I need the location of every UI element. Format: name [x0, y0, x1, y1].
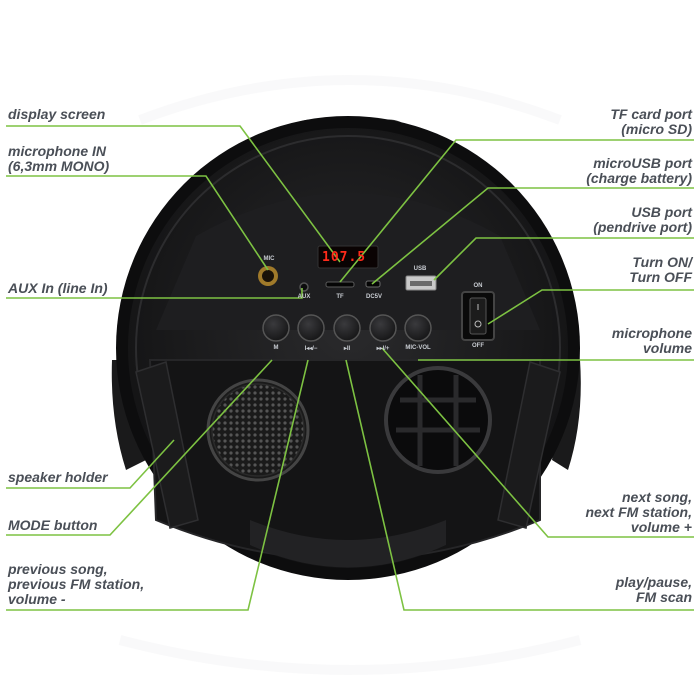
line-mode-button — [6, 359, 273, 536]
label-tf-card-1: TF card port — [610, 106, 692, 122]
line-display-screen — [6, 125, 341, 263]
usb-port[interactable] — [405, 275, 437, 291]
label-next-2: next FM station, — [585, 504, 692, 520]
display-value: 107.5 — [322, 250, 367, 265]
mic-label: MIC — [263, 256, 275, 262]
play-pause-button[interactable] — [333, 314, 361, 342]
off-label: OFF — [472, 343, 484, 349]
tf-label: TF — [336, 294, 344, 300]
label-usb-1: USB port — [631, 204, 692, 220]
label-previous-3: volume - — [8, 591, 66, 607]
label-speaker-holder: speaker holder — [8, 469, 108, 485]
label-next-3: volume + — [630, 519, 692, 535]
line-usb — [433, 237, 694, 281]
label-mic-volume-2: volume — [642, 340, 692, 356]
line-aux-in — [6, 288, 303, 299]
tf-card-slot[interactable] — [325, 281, 355, 288]
label-power-2: Turn OFF — [629, 269, 692, 285]
dc5v-label: DC5V — [365, 294, 382, 300]
cup-holder — [384, 366, 492, 474]
label-microusb-2: (charge battery) — [586, 170, 692, 186]
speaker-grill — [206, 378, 310, 482]
label-microusb-1: microUSB port — [593, 155, 692, 171]
label-play-1: play/pause, — [615, 574, 692, 590]
power-switch[interactable] — [461, 291, 495, 341]
label-tf-card-2: (micro SD) — [621, 121, 692, 137]
aux-label: AUX — [297, 294, 311, 300]
usb-label: USB — [413, 266, 427, 272]
control-buttons — [262, 314, 432, 342]
label-aux-in: AUX In (line In) — [8, 280, 108, 296]
background-watermark — [118, 75, 582, 675]
line-speaker-holder — [6, 439, 175, 489]
leader-lines — [6, 125, 694, 611]
on-label: ON — [473, 283, 483, 289]
label-next-1: next song, — [621, 489, 692, 505]
line-next — [381, 347, 694, 538]
label-usb-2: (pendrive port) — [593, 219, 692, 235]
button-label-micvol: MIC-VOL — [405, 345, 431, 351]
label-power-1: Turn ON/ — [632, 254, 692, 270]
previous-button[interactable] — [297, 314, 325, 342]
label-play-2: FM scan — [635, 589, 692, 605]
line-play-pause — [345, 359, 694, 611]
button-label-next: ▸▸I/+ — [376, 346, 390, 352]
mode-button[interactable] — [262, 314, 290, 342]
next-button[interactable] — [369, 314, 397, 342]
line-power — [487, 289, 694, 325]
microphone-jack[interactable] — [258, 266, 278, 286]
label-mic-volume-1: microphone — [611, 325, 692, 341]
label-microphone-in-2: (6,3mm MONO) — [8, 158, 110, 174]
label-previous-1: previous song, — [8, 561, 108, 577]
line-microphone-in — [6, 175, 269, 271]
label-microphone-in-1: microphone IN — [8, 143, 107, 159]
label-mode-button: MODE button — [8, 517, 98, 533]
line-previous — [6, 359, 309, 611]
button-label-mode: M — [273, 345, 279, 351]
speaker-holder — [135, 361, 561, 529]
mic-volume-button[interactable] — [404, 314, 432, 342]
label-display-screen: display screen — [8, 106, 106, 122]
label-previous-2: previous FM station, — [8, 576, 145, 592]
button-label-prev: I◂◂/− — [304, 346, 318, 352]
line-microusb — [371, 187, 694, 285]
line-tf-card — [339, 139, 694, 283]
button-label-play: ▸II — [343, 346, 351, 352]
